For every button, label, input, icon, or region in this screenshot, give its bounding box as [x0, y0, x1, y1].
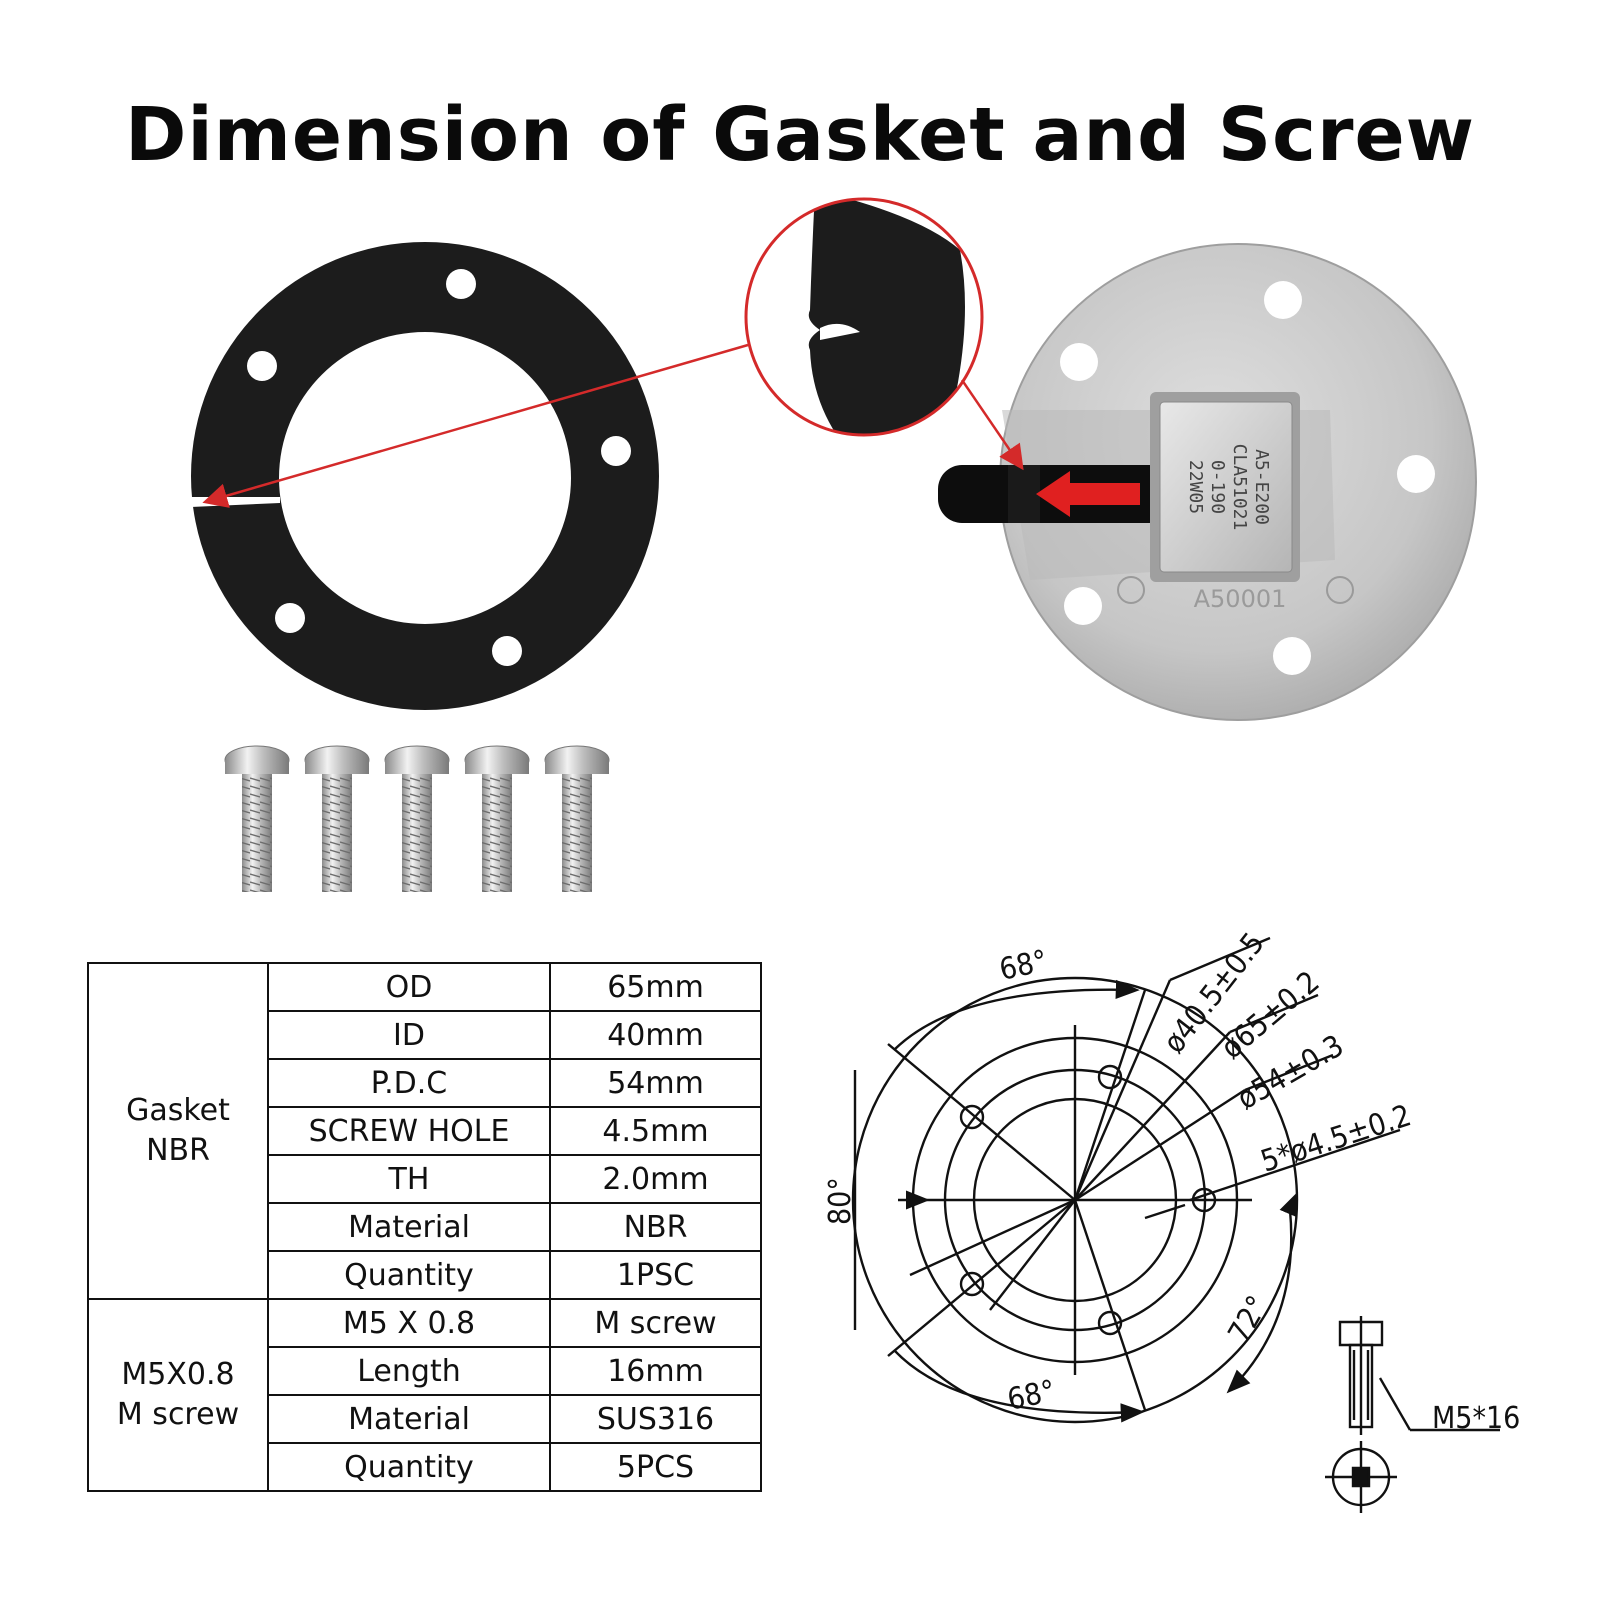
sensor-flange-photo: A50001 A5-E200 CLA51021 0-190 22W05: [938, 243, 1477, 721]
chip-line: 22W05: [1185, 460, 1206, 514]
chip-line: A5-E200: [1251, 449, 1272, 525]
screw-head-drawing: [1325, 1441, 1397, 1513]
table-row: SCREW HOLE 4.5mm: [88, 1106, 762, 1156]
group-label-line: M screw: [116, 1397, 240, 1432]
property-cell: M5 X 0.8: [267, 1298, 551, 1348]
screw: [384, 745, 450, 892]
screws-photo: [224, 745, 610, 892]
value-cell: SUS316: [549, 1394, 762, 1444]
property-cell: SCREW HOLE: [267, 1106, 551, 1156]
table-row: Material SUS316: [88, 1394, 762, 1444]
table-row: P.D.C 54mm: [88, 1058, 762, 1108]
table-row: Material NBR: [88, 1202, 762, 1252]
group-cell-screw: M5X0.8 M screw: [87, 1298, 269, 1492]
technical-drawing: [851, 936, 1500, 1513]
screw: [464, 745, 530, 892]
base-marking: A50001: [1194, 585, 1287, 613]
table-row: M5X0.8 M screw M5 X 0.8 M screw: [87, 1298, 762, 1492]
drawing-hole: [1097, 1310, 1123, 1336]
direction-arrow-icon: [1036, 471, 1140, 517]
table-row: Gasket NBR OD 65mm: [87, 962, 762, 1300]
value-cell: 16mm: [549, 1346, 762, 1396]
gasket-hole: [492, 636, 522, 666]
property-cell: Material: [267, 1202, 551, 1252]
drawing-labels: 68° 68° 80° 72° ø40.5±0.5 ø65±0.2 ø54±0.…: [823, 926, 1520, 1436]
value-cell: 40mm: [549, 1010, 762, 1060]
gasket-hole: [601, 436, 631, 466]
table-row: ID 40mm: [88, 1010, 762, 1060]
table-row: Length 16mm: [88, 1346, 762, 1396]
table-row: Quantity 5PCS: [88, 1442, 762, 1492]
group-cell-gasket: Gasket NBR: [87, 962, 269, 1300]
screw-size-label: M5*16: [1432, 1401, 1520, 1436]
value-cell: M screw: [549, 1298, 762, 1348]
group-label-line: M5X0.8: [121, 1357, 235, 1392]
zoom-callout: [202, 197, 1024, 508]
value-cell: 2.0mm: [549, 1154, 762, 1204]
chip-line: 0-190: [1207, 460, 1228, 514]
property-cell: Quantity: [267, 1442, 551, 1492]
screw: [224, 745, 290, 892]
value-cell: 54mm: [549, 1058, 762, 1108]
property-cell: Material: [267, 1394, 551, 1444]
drawing-hole: [1097, 1064, 1123, 1090]
property-cell: Quantity: [267, 1250, 551, 1300]
drawing-hole: [959, 1104, 985, 1130]
chip-line: CLA51021: [1229, 444, 1250, 531]
gasket-hole: [446, 269, 476, 299]
value-cell: 1PSC: [549, 1250, 762, 1300]
property-cell: P.D.C: [267, 1058, 551, 1108]
sensor-chip-label: A5-E200 CLA51021 0-190 22W05: [1185, 444, 1272, 531]
screw-side-drawing: [1338, 1316, 1500, 1435]
property-cell: TH: [267, 1154, 551, 1204]
drawing-hole: [959, 1271, 985, 1297]
table-row: Quantity 1PSC: [88, 1250, 762, 1300]
value-cell: 65mm: [549, 962, 762, 1012]
screw: [544, 745, 610, 892]
screw: [304, 745, 370, 892]
gasket-hole: [247, 351, 277, 381]
group-label-line: Gasket: [126, 1093, 230, 1128]
value-cell: 4.5mm: [549, 1106, 762, 1156]
property-cell: OD: [267, 962, 551, 1012]
dim-holes-label: 5*ø4.5±0.2: [1257, 1098, 1416, 1179]
angle-label-left: 80°: [823, 1177, 858, 1225]
gasket-photo: [191, 242, 659, 710]
value-cell: NBR: [549, 1202, 762, 1252]
property-cell: Length: [267, 1346, 551, 1396]
spec-table: Gasket NBR OD 65mm ID 40mm P.D.C 54mm SC…: [87, 962, 762, 1492]
group-label-line: NBR: [146, 1133, 210, 1168]
page-title: Dimension of Gasket and Screw: [124, 92, 1476, 178]
table-row: TH 2.0mm: [88, 1154, 762, 1204]
property-cell: ID: [267, 1010, 551, 1060]
value-cell: 5PCS: [549, 1442, 762, 1492]
gasket-hole: [275, 603, 305, 633]
